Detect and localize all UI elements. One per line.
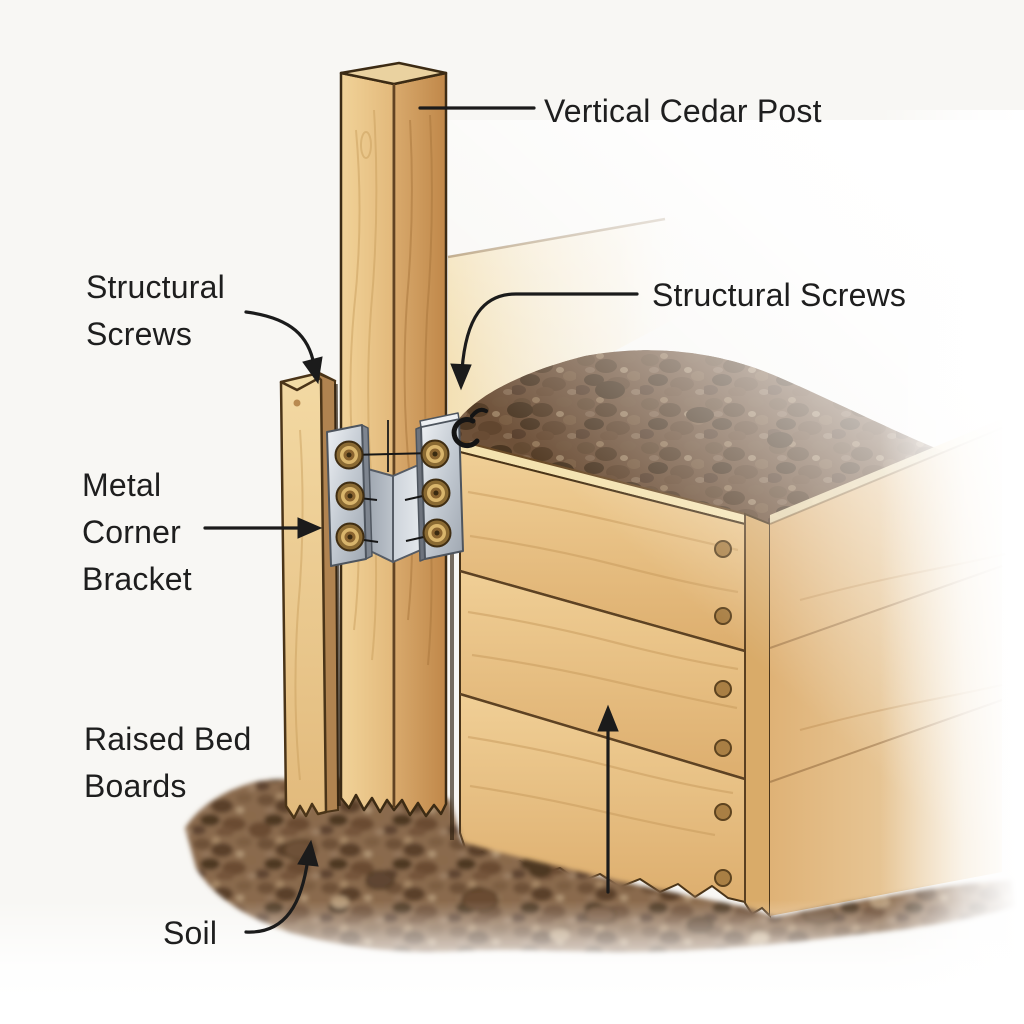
label-line: Bracket <box>82 561 192 597</box>
watercolor-fade <box>0 893 1024 1024</box>
rim-structural-screw <box>451 407 488 449</box>
arrow-metal-corner-bracket <box>203 517 323 539</box>
arrow-structural-screws-left <box>244 310 323 385</box>
arrow-raised-bed-boards <box>597 704 619 894</box>
label-line: Structural <box>86 269 225 305</box>
label-line: Corner <box>82 514 182 550</box>
metal-corner-bracket <box>326 412 464 567</box>
label-structural-screws-left: Structural Screws <box>86 264 225 358</box>
label-structural-screws-right: Structural Screws <box>652 277 907 313</box>
label-line: Screws <box>86 316 193 352</box>
bracket-structural-screws <box>334 439 452 552</box>
label-metal-corner-bracket: Metal Corner Bracket <box>82 462 192 603</box>
label-vertical-cedar-post: Vertical Cedar Post <box>544 93 822 129</box>
vertical-cedar-post <box>339 61 454 840</box>
label-line: Metal <box>82 467 162 503</box>
callout-arrows <box>203 106 639 934</box>
label-soil: Soil <box>163 915 218 951</box>
arrow-soil <box>244 839 319 934</box>
label-raised-bed-boards: Raised Bed Boards <box>84 716 251 810</box>
left-wall-board <box>279 371 341 820</box>
label-line: Boards <box>84 768 187 804</box>
arrow-structural-screws-right <box>450 292 639 391</box>
wood-knot <box>293 399 301 407</box>
watercolor-fade <box>860 110 1024 1010</box>
label-line: Raised Bed <box>84 721 252 757</box>
